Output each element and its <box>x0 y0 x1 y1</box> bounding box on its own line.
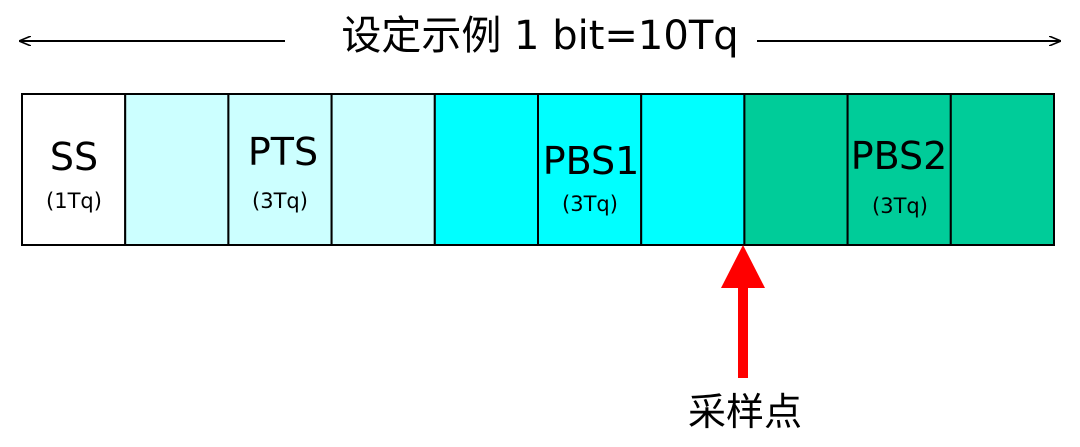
segment-length-ss: (1Tq) <box>46 189 102 213</box>
segment-length-pts: (3Tq) <box>252 189 308 213</box>
sample-point-arrow-shaft <box>738 286 748 378</box>
tq-cell-pbs2-2 <box>846 93 952 246</box>
segment-length-pbs2: (3Tq) <box>872 194 928 218</box>
tq-cell-pbs1-3 <box>640 93 746 246</box>
tq-cell-pbs1-2 <box>537 93 643 246</box>
segment-name-pts: PTS <box>247 130 319 174</box>
tq-cell-pbs2-3 <box>949 93 1055 246</box>
tq-cell-pts-3 <box>330 93 436 246</box>
sample-point-arrowhead <box>721 245 765 288</box>
tq-cell-pbs2-1 <box>743 93 849 246</box>
tq-cells <box>21 93 1055 246</box>
sample-point-label: 采样点 <box>687 390 802 434</box>
tq-cell-pts-2 <box>227 93 333 246</box>
diagram-title: 设定示例 1 bit=10Tq <box>0 6 1080 66</box>
segment-name-pbs1: PBS1 <box>542 139 640 183</box>
segment-length-pbs1: (3Tq) <box>562 192 618 216</box>
tq-cell-pts-1 <box>124 93 230 246</box>
tq-cell-pbs1-1 <box>433 93 539 246</box>
segment-name-ss: SS <box>49 135 99 179</box>
segment-name-pbs2: PBS2 <box>850 134 948 178</box>
sample-point-arrow <box>721 245 765 378</box>
tq-cell-ss-1 <box>21 93 127 246</box>
